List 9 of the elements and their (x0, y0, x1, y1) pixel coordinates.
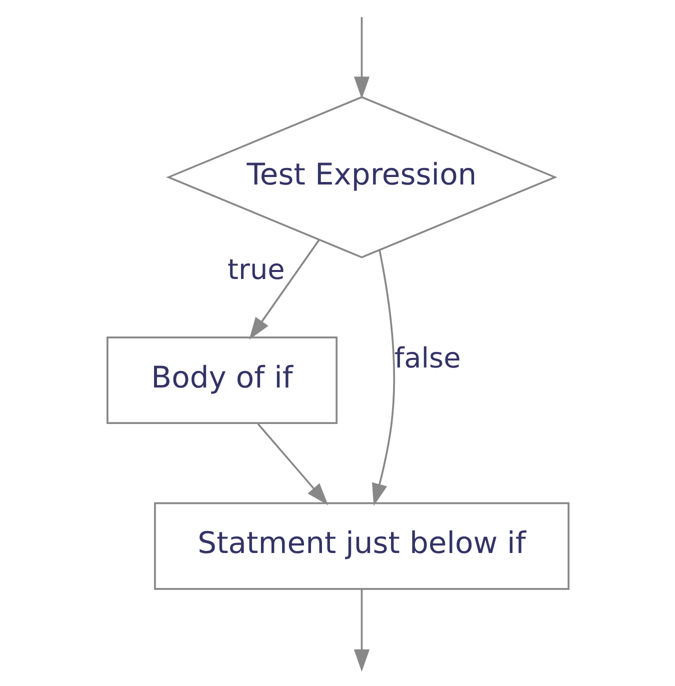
arrow (353, 588, 370, 672)
node-diamond: Test Expression (166, 96, 557, 258)
edge-label: false (394, 342, 460, 375)
node-box: Body of if (106, 336, 338, 424)
arrow (371, 250, 394, 506)
node-box: Statment just below if (154, 502, 569, 590)
arrow (256, 423, 328, 506)
arrow (248, 239, 320, 340)
arrow (353, 17, 370, 100)
